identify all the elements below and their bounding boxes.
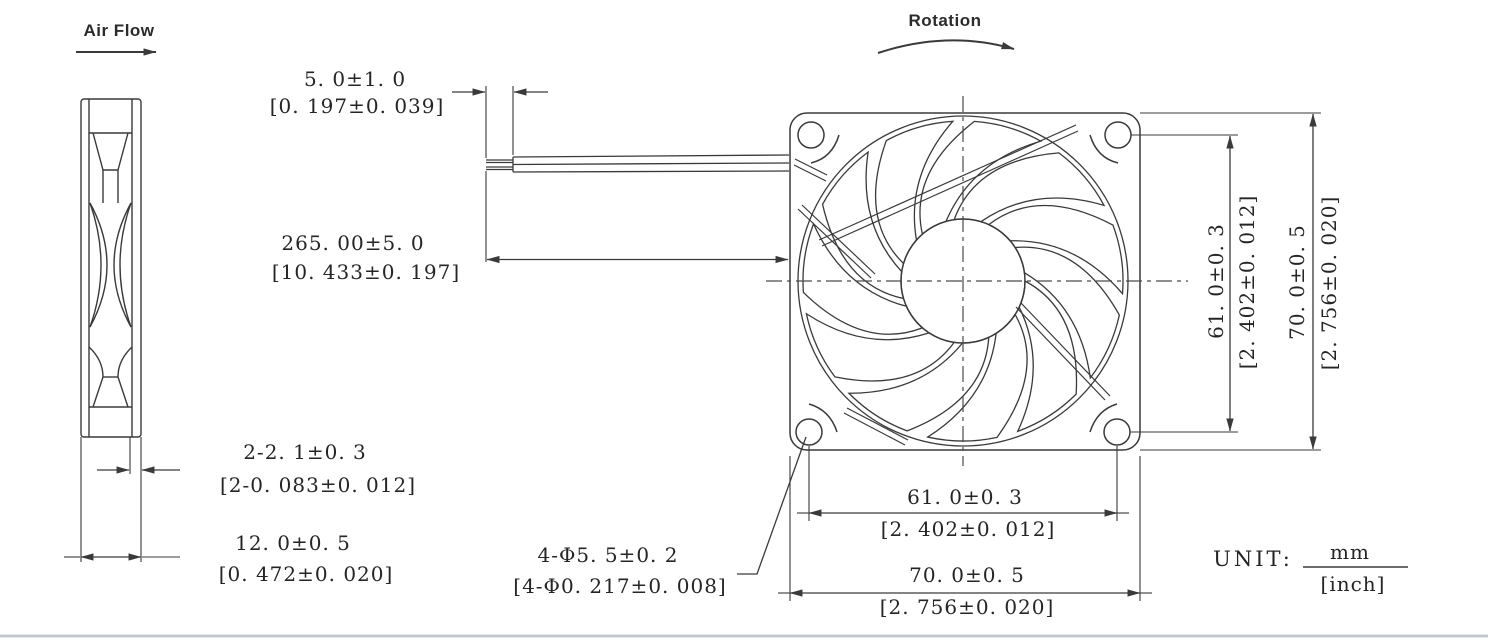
wire-pair xyxy=(512,154,790,158)
dim-wire-length-mm: 265. 00±5. 0 xyxy=(281,231,425,255)
dim-wire-length-inch: [10. 433±0. 197] xyxy=(271,260,461,284)
centerlines xyxy=(766,96,1188,466)
dim-lead-strip-mm: 5. 0±1. 0 xyxy=(303,67,407,91)
dim-mounting-holes-mm: 4-Φ5. 5±0. 2 xyxy=(537,543,679,567)
rotation-arrow xyxy=(877,39,1015,54)
corner-pad-arc xyxy=(810,134,840,164)
blade-profile xyxy=(113,202,132,328)
unit-numerator: mm xyxy=(1330,540,1370,564)
side-view xyxy=(80,98,142,438)
dim-hole-pitch-h-inch: [2. 402±0. 012] xyxy=(880,517,1056,541)
mounting-hole-top-right xyxy=(1104,121,1132,149)
unit-denominator: [inch] xyxy=(1320,572,1386,596)
fan-blades xyxy=(774,96,1148,470)
dim-hole-pitch-h-mm: 61. 0±0. 3 xyxy=(907,485,1023,509)
hub-profile-top xyxy=(92,132,129,171)
frame-struts xyxy=(793,124,1111,446)
dim-frame-size-h-mm: 70. 0±0. 5 xyxy=(909,563,1025,587)
wire-pair xyxy=(512,170,790,173)
dim-mounting-holes-inch: [4-Φ0. 217±0. 008] xyxy=(513,574,727,598)
corner-pad-arc xyxy=(1089,134,1119,164)
corner-pad-arc xyxy=(808,403,838,433)
dim-flange-mm: 2-2. 1±0. 3 xyxy=(243,440,367,464)
dim-lead-strip-inch: [0. 197±0. 039] xyxy=(269,94,445,118)
mounting-hole-top-left xyxy=(797,121,825,149)
wire-pair xyxy=(512,162,790,166)
blade-profile xyxy=(89,202,108,328)
dim-hole-pitch-v-inch: [2. 402±0. 012] xyxy=(1235,194,1259,370)
dimension-lines xyxy=(80,88,1317,597)
side-view-frame xyxy=(80,98,142,438)
mounting-hole-bottom-left xyxy=(795,418,823,446)
fan-front-view xyxy=(774,96,1148,470)
extension-lines xyxy=(64,86,1321,601)
blade-profile xyxy=(119,202,132,328)
air-flow-label: Air Flow xyxy=(83,21,155,40)
corner-pad-arc xyxy=(1089,403,1118,433)
hub-profile-bottom xyxy=(92,376,129,408)
dim-frame-depth-inch: [0. 472±0. 020] xyxy=(218,562,394,586)
dim-frame-size-v-mm: 70. 0±0. 5 xyxy=(1285,224,1309,340)
wire-leads xyxy=(486,154,790,173)
unit-label: UNIT: xyxy=(1213,547,1293,571)
blade-profile xyxy=(89,202,102,328)
mounting-hole-bottom-right xyxy=(1103,418,1131,446)
rotation-label: Rotation xyxy=(908,11,982,30)
dim-frame-size-v-inch: [2. 756±0. 020] xyxy=(1317,195,1341,371)
dim-flange-inch: [2-0. 083±0. 012] xyxy=(219,473,417,497)
leader-line-mounting-holes xyxy=(737,436,807,575)
dim-hole-pitch-v-mm: 61. 0±0. 3 xyxy=(1204,223,1228,339)
dim-frame-size-h-inch: [2. 756±0. 020] xyxy=(879,595,1055,619)
dim-frame-depth-mm: 12. 0±0. 5 xyxy=(235,531,351,555)
